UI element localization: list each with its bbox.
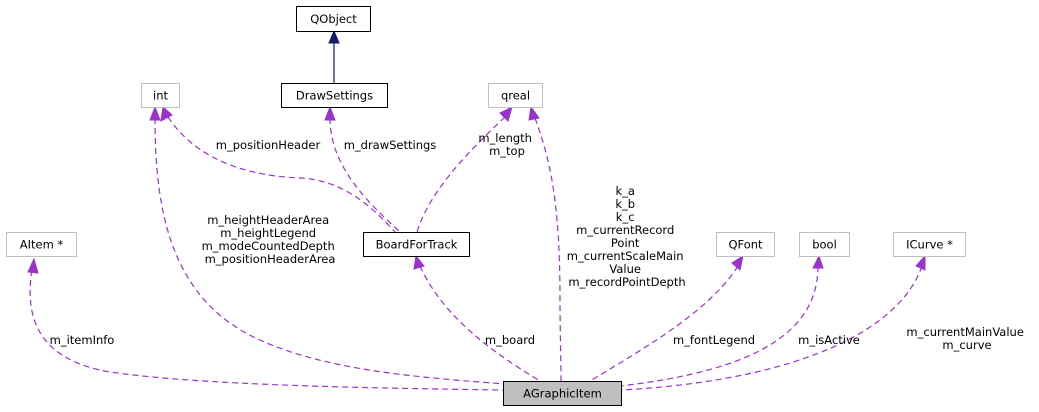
node-int: int [141,83,180,108]
node-agraphic-item: AGraphicItem [503,381,622,406]
svg-text:bool: bool [812,238,837,252]
edge-label-qreal-to-agraphicitem: k_a k_b k_c m_currentRecord Point m_curr… [567,184,688,289]
edge-icurve-to-agraphicitem [621,254,926,391]
node-bool: bool [799,232,850,257]
node-qfont: QFont [716,232,775,257]
edge-bool-to-agraphicitem [619,254,824,387]
edge-aitem-to-agraphicitem [27,257,504,391]
svg-text:AItem *: AItem * [20,238,64,252]
edge-label-position-header: m_positionHeader [216,138,321,152]
edge-label-length-top: m_length m_top [478,131,535,158]
edge-qreal-to-agraphicitem [528,105,562,382]
svg-text:int: int [153,89,168,103]
edge-qfont-to-agraphicitem [589,254,744,382]
svg-text:qreal: qreal [501,89,530,103]
svg-text:QFont: QFont [728,238,763,252]
node-board-for-track[interactable]: BoardForTrack [363,232,470,257]
edge-label-font-legend: m_fontLegend [673,333,755,347]
node-aitem: AItem * [6,232,77,257]
svg-text:AGraphicItem: AGraphicItem [523,387,602,401]
edge-label-board: m_board [485,333,535,347]
edge-label-draw-settings: m_drawSettings [344,138,437,152]
edge-drawsettings-to-boardfortrack [324,105,401,233]
edge-label-is-active: m_isActive [798,333,860,347]
node-icurve: ICurve * [893,232,966,257]
svg-text:QObject: QObject [310,12,357,26]
edge-boardfortrack-to-agraphicitem [413,254,541,382]
svg-text:ICurve *: ICurve * [906,238,953,252]
edge-label-curve: m_currentMainValue m_curve [906,325,1027,352]
edge-drawsettings-inherits-qobject [328,29,340,84]
edge-int-to-agraphicitem [149,105,506,385]
node-draw-settings[interactable]: DrawSettings [281,83,388,108]
edge-label-item-info: m_itemInfo [50,333,115,347]
node-qreal: qreal [488,83,543,108]
edge-int-to-boardfortrack [160,106,396,233]
node-qobject[interactable]: QObject [296,6,371,32]
edge-label-int-to-agraphicitem: m_heightHeaderArea m_heightLegend m_mode… [202,213,339,266]
svg-text:BoardForTrack: BoardForTrack [376,238,458,252]
edge-qreal-to-boardfortrack [416,106,513,233]
svg-text:DrawSettings: DrawSettings [296,89,373,103]
